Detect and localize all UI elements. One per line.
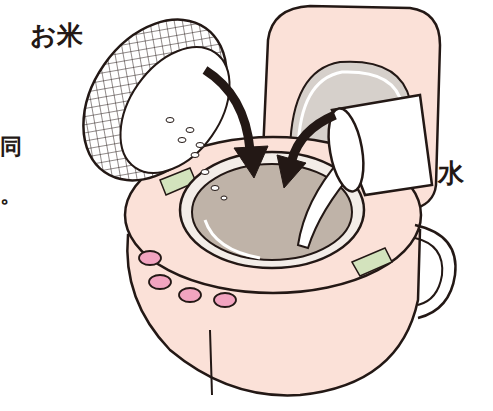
grain — [211, 186, 219, 191]
grain — [201, 170, 209, 175]
rim-pad — [352, 248, 392, 276]
grain — [221, 196, 227, 200]
arrow-head — [277, 155, 306, 188]
sieve-bowl — [54, 0, 257, 208]
button — [214, 293, 236, 307]
water-label: 水 — [438, 160, 464, 186]
text-fragment: 。 — [0, 184, 22, 206]
rice-label: お米 — [30, 22, 83, 48]
grain — [196, 143, 204, 148]
pot-highlight — [205, 220, 260, 258]
water-cup — [298, 95, 432, 248]
button — [139, 251, 161, 265]
grain — [166, 118, 174, 123]
pour-arrows — [205, 70, 335, 188]
arrow-shaft — [292, 115, 335, 160]
arrow-head — [234, 146, 268, 178]
grain — [186, 128, 194, 133]
lid — [262, 6, 440, 212]
text-fragment: 同 — [0, 136, 22, 158]
button — [179, 288, 201, 302]
button — [149, 275, 171, 289]
handle-inner — [415, 238, 442, 305]
grain — [191, 153, 199, 158]
rice-grains — [166, 118, 227, 201]
body-seam — [210, 330, 212, 395]
lid-shell — [262, 6, 440, 212]
handle — [415, 225, 456, 318]
arrow-shaft — [205, 70, 250, 150]
grain — [178, 138, 186, 143]
sieve-rim — [98, 27, 252, 193]
rice-sieve — [54, 0, 257, 208]
